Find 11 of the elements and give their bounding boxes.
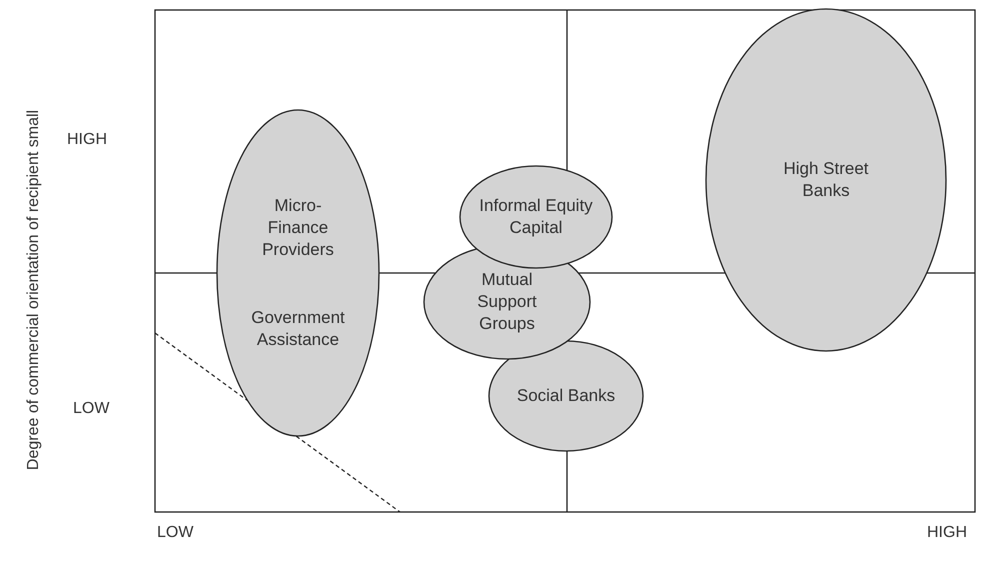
axis-tick-label: HIGH — [927, 524, 967, 542]
region-label: Mutual Support Groups — [476, 269, 538, 335]
region-label: Informal Equity Capital — [478, 195, 594, 239]
region-label: High Street Banks — [782, 158, 870, 202]
region-label: Government Assistance — [250, 307, 346, 351]
region-label: Social Banks — [516, 385, 616, 407]
axis-title: Degree of commercial orientation of recipient small — [25, 110, 43, 470]
axis-tick-label: LOW — [157, 524, 194, 542]
axis-tick-label: HIGH — [67, 131, 107, 149]
region-label: Micro-Finance Providers — [261, 195, 335, 261]
axis-tick-label: LOW — [73, 400, 110, 418]
